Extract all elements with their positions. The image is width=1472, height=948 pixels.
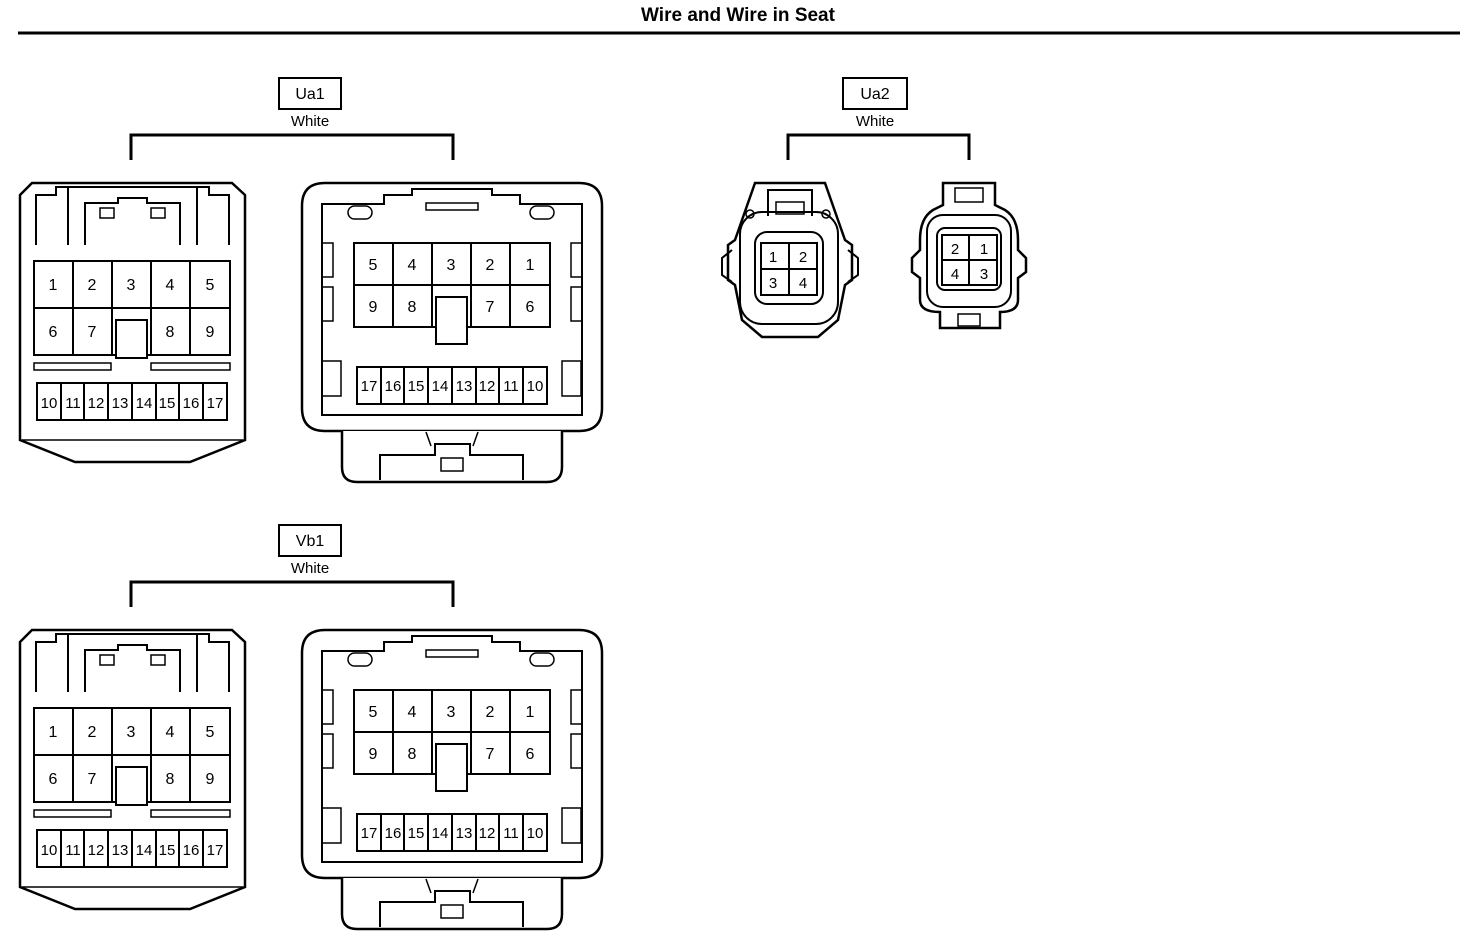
connector-group-ua2: Ua2 White 1 2 3 4: [721, 77, 1028, 339]
pin-label: 3: [127, 724, 136, 741]
connector-code: Ua2: [860, 86, 889, 103]
pin-label: 9: [369, 746, 378, 763]
pin-label: 16: [183, 842, 200, 859]
pin-label: 12: [88, 842, 105, 859]
pin-label: 10: [41, 842, 58, 859]
pin-label: 14: [136, 395, 153, 412]
pin-label: 10: [41, 395, 58, 412]
connector-color: White: [291, 560, 329, 577]
pin-label: 9: [369, 299, 378, 316]
pin-label: 5: [206, 724, 215, 741]
pin-label: 7: [88, 324, 97, 341]
pin-label: 5: [369, 704, 378, 721]
pin-label: 4: [166, 724, 175, 741]
pin-label: 11: [503, 825, 519, 842]
pin-label: 14: [432, 825, 449, 842]
connector-code-box: [278, 524, 342, 557]
pin-label: 10: [527, 378, 544, 395]
pin-label: 1: [49, 277, 58, 294]
pin-label: 7: [486, 299, 495, 316]
pin-label: 3: [447, 704, 456, 721]
pin-label: 2: [799, 249, 807, 266]
connector-code-box: [842, 77, 908, 110]
pin-label: 14: [432, 378, 449, 395]
pin-label: 9: [206, 324, 215, 341]
pin-label: 13: [456, 825, 473, 842]
pin-label: 4: [408, 257, 417, 274]
pin-label: 7: [486, 746, 495, 763]
pin-label: 2: [88, 724, 97, 741]
connector-face-female: 1 2 3 4: [721, 181, 859, 339]
pin-label: 15: [408, 825, 425, 842]
connector-color: White: [291, 113, 329, 130]
page-title: Wire and Wire in Seat: [641, 5, 835, 26]
pin-label: 16: [385, 378, 402, 395]
pin-label: 1: [49, 724, 58, 741]
pin-label: 4: [799, 275, 807, 292]
pin-label: 17: [207, 842, 224, 859]
pin-label: 1: [769, 249, 777, 266]
pin-label: 1: [526, 257, 535, 274]
pin-label: 6: [49, 771, 58, 788]
connector-face-female: 1 2 3 4 5 6 7 8 9 10 11 12 13 14 15 16 1…: [18, 628, 247, 911]
pin-label: 3: [980, 266, 988, 283]
connector-group-vb1: Vb1 White: [18, 524, 604, 931]
pin-label: 15: [159, 842, 176, 859]
pin-label: 16: [183, 395, 200, 412]
connector-face-male: 2 1 4 3: [910, 181, 1028, 330]
pin-label: 1: [980, 241, 988, 258]
pin-label: 9: [206, 771, 215, 788]
pin-label: 7: [88, 771, 97, 788]
connector-bracket: [786, 133, 971, 160]
pin-label: 15: [159, 395, 176, 412]
pin-label: 13: [456, 378, 473, 395]
pin-label: 11: [65, 842, 81, 859]
connector-group-ua1: Ua1 White: [18, 77, 604, 484]
pin-label: 6: [49, 324, 58, 341]
pin-label: 17: [207, 395, 224, 412]
pin-label: 17: [361, 378, 378, 395]
pin-label: 5: [206, 277, 215, 294]
pin-label: 4: [166, 277, 175, 294]
pin-label: 12: [479, 825, 496, 842]
connector-bracket: [129, 133, 455, 160]
pin-label: 17: [361, 825, 378, 842]
connector-face-male: 5 4 3 2 1 9 8 7 6 17 16 15 14 13 12 11 1…: [300, 628, 604, 931]
pin-label: 3: [769, 275, 777, 292]
pin-label: 11: [503, 378, 519, 395]
connector-face-female: 1 2 3 4 5 6 7 8 9 10 11 12 13 14 15 16 1…: [18, 181, 247, 464]
connector-code-box: [278, 77, 342, 110]
connector-color: White: [856, 113, 894, 130]
connector-code: Vb1: [296, 533, 325, 550]
pin-label: 8: [408, 746, 417, 763]
pin-label: 1: [526, 704, 535, 721]
pin-label: 2: [486, 257, 495, 274]
pin-label: 11: [65, 395, 81, 412]
connector-code: Ua1: [295, 86, 324, 103]
pin-label: 3: [447, 257, 456, 274]
pin-label: 8: [166, 324, 175, 341]
pin-label: 6: [526, 299, 535, 316]
pin-label: 12: [88, 395, 105, 412]
pin-label: 3: [127, 277, 136, 294]
pin-label: 10: [527, 825, 544, 842]
pin-label: 14: [136, 842, 153, 859]
pin-label: 4: [951, 266, 959, 283]
pin-label: 4: [408, 704, 417, 721]
pin-label: 2: [486, 704, 495, 721]
pin-label: 15: [408, 378, 425, 395]
pin-label: 8: [166, 771, 175, 788]
pin-label: 2: [951, 241, 959, 258]
pin-label: 6: [526, 746, 535, 763]
pin-label: 13: [112, 842, 129, 859]
pin-label: 8: [408, 299, 417, 316]
pin-label: 2: [88, 277, 97, 294]
pin-label: 12: [479, 378, 496, 395]
pin-label: 5: [369, 257, 378, 274]
connector-face-male: 5 4 3 2 1 9 8 7 6 17 16 15 14 13 12 11 1…: [300, 181, 604, 484]
pin-label: 16: [385, 825, 402, 842]
connector-bracket: [129, 580, 455, 607]
pin-label: 13: [112, 395, 129, 412]
